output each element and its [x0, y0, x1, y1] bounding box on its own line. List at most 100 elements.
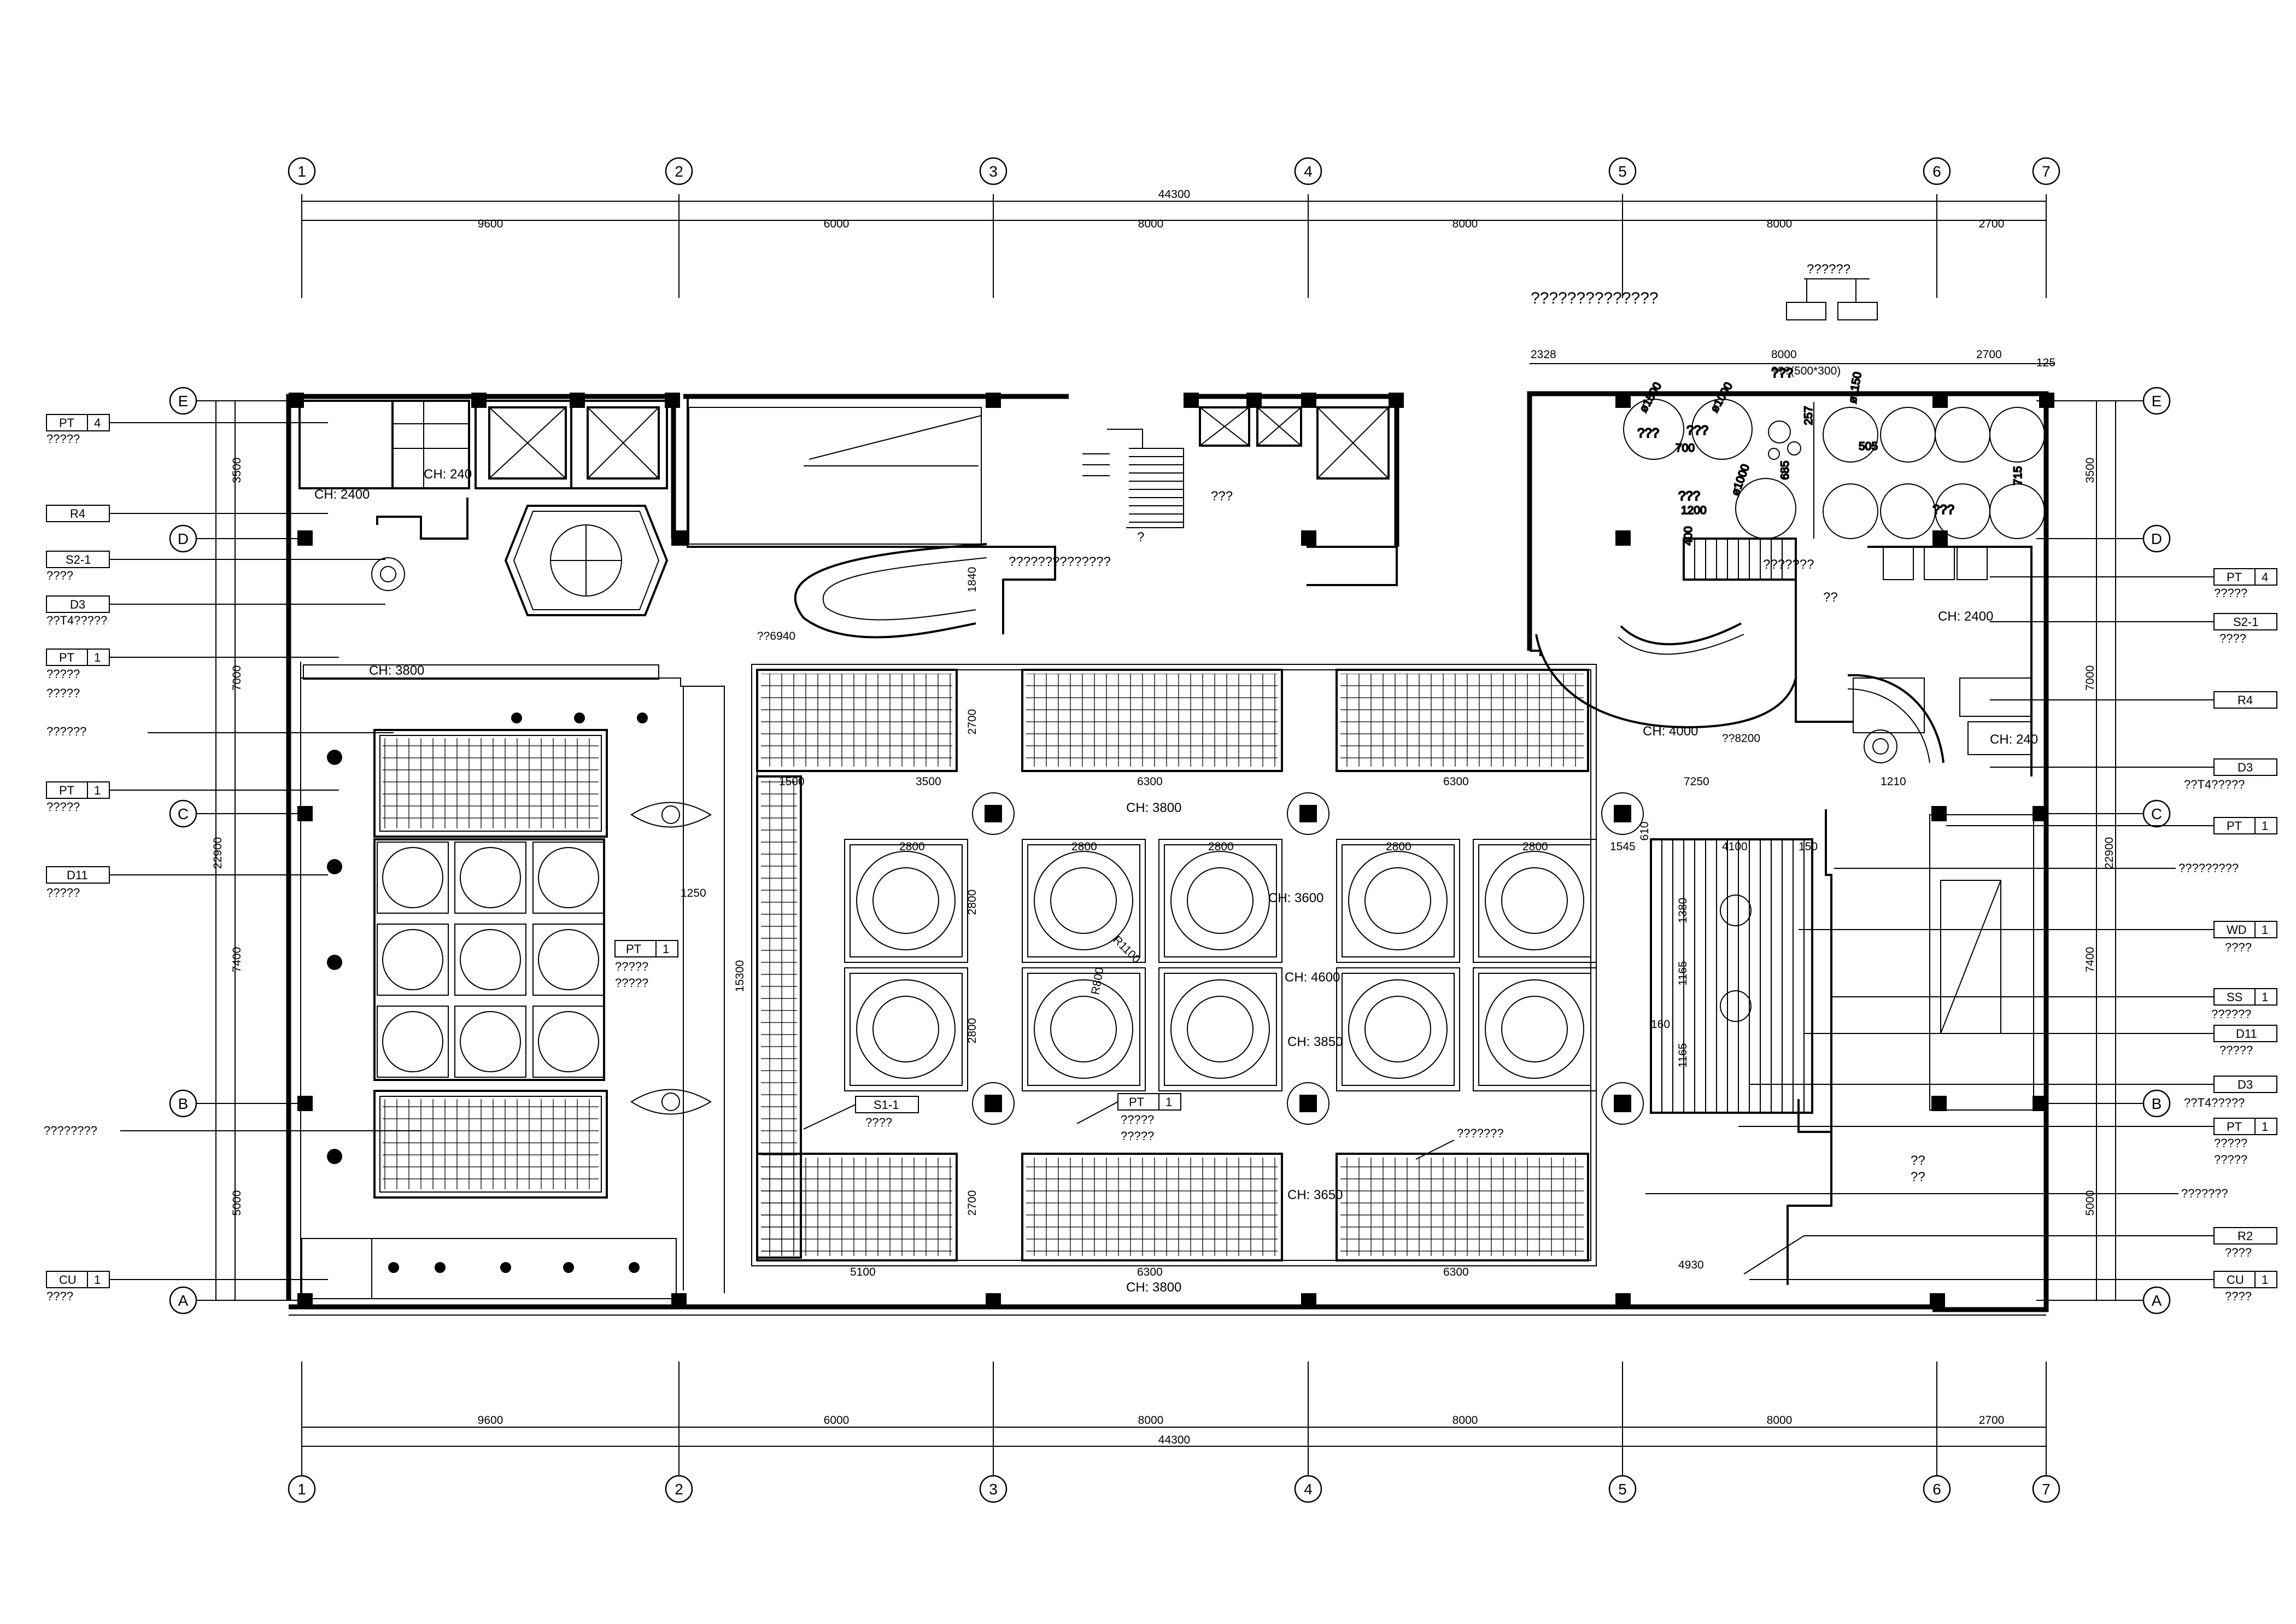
grid-panel-left-bottom [373, 1090, 608, 1199]
tag-right-note-b: ??????? [1645, 1187, 2228, 1200]
svg-text:???????: ??????? [2181, 1187, 2228, 1200]
round-recess-row-2 [844, 967, 1597, 1091]
svg-text:1: 1 [297, 163, 306, 180]
svg-text:5: 5 [1618, 1481, 1627, 1498]
room-q4: ?? [1911, 1170, 1925, 1184]
svg-text:?????: ????? [2214, 1136, 2247, 1150]
svg-text:2800: 2800 [1208, 840, 1234, 853]
svg-text:A: A [178, 1292, 189, 1309]
box-label: ?????? [1807, 262, 1850, 277]
left-hall-ceiling: CH: 3800 [301, 663, 712, 1299]
svg-text:PT: PT [59, 784, 74, 797]
axis-bubble-E-left: E [169, 387, 197, 415]
grid-panel-bottom-2 [1021, 1153, 1283, 1261]
dim-bay-2-bottom: 6000 [824, 1414, 850, 1427]
axis-bubble-3-top: 3 [979, 157, 1008, 185]
stair-lobby: ??? ? ?????????????? [688, 407, 1233, 569]
svg-text:ø1000: ø1000 [1708, 380, 1736, 414]
axis-bubble-5-top: 5 [1608, 157, 1637, 185]
axis-bubble-4-bottom: 4 [1294, 1475, 1322, 1503]
axis-bubble-D-right: D [2142, 524, 2171, 553]
svg-text:D11: D11 [2236, 1027, 2257, 1041]
inner-tag-note-bottom: ??????? [1415, 1126, 1504, 1160]
svg-text:2: 2 [675, 163, 683, 180]
dim-1250: 1250 [681, 887, 706, 899]
ch-central-3850: CH: 3850 [1287, 1035, 1343, 1049]
svg-text:1: 1 [2262, 1273, 2268, 1287]
axis-bubble-2-top: 2 [665, 157, 693, 185]
svg-text:B: B [2152, 1095, 2162, 1112]
stair-room-label: ??? [1211, 489, 1233, 504]
svg-text:???: ??? [1637, 426, 1659, 441]
svg-text:?????: ????? [1121, 1113, 1154, 1126]
svg-text:??????: ?????? [46, 725, 86, 738]
svg-text:2700: 2700 [966, 1190, 979, 1216]
svg-text:4: 4 [1304, 1481, 1313, 1498]
svg-text:7400: 7400 [2084, 947, 2096, 973]
ch-top-left-2: CH: 240 [424, 467, 472, 482]
svg-text:4930: 4930 [1678, 1259, 1704, 1271]
ch-central-bottom: CH: 3800 [1126, 1280, 1181, 1295]
svg-text:S2-1: S2-1 [2233, 615, 2258, 629]
axis-bubble-7-bottom: 7 [2032, 1475, 2060, 1503]
svg-text:150: 150 [1799, 840, 1818, 853]
svg-text:PT: PT [59, 651, 74, 664]
interior-column [1287, 792, 1329, 835]
structural-columns [289, 393, 2054, 1308]
ch-annex-side: CH: 240 [1990, 732, 2038, 747]
svg-text:B: B [178, 1095, 189, 1112]
svg-text:???: ??? [1686, 423, 1708, 438]
dim-bay-5: 8000 [1767, 218, 1793, 230]
svg-text:1200: 1200 [1681, 504, 1707, 517]
top-dimension-chain: 44300 9600 6000 8000 8000 8000 2700 [301, 188, 2047, 298]
dim-bay-1-bottom: 9600 [478, 1414, 503, 1427]
svg-text:??T4?????: ??T4????? [2184, 1096, 2245, 1109]
svg-text:1165: 1165 [1677, 1043, 1689, 1067]
ch-central-3650: CH: 3650 [1287, 1188, 1343, 1202]
svg-text:1: 1 [663, 942, 669, 956]
radius-8200: ??8200 [1722, 732, 1760, 745]
axis-bubble-4-top: 4 [1294, 157, 1322, 185]
tag-left-r4: R4 [46, 505, 328, 522]
dim-bay-7-bottom: 2700 [1979, 1414, 2005, 1427]
tag-left-s21: S2-1???? [46, 551, 385, 582]
svg-text:4100: 4100 [1722, 840, 1748, 853]
room-q5: ??????? [1763, 557, 1814, 572]
svg-text:400: 400 [1682, 526, 1695, 545]
tag-right-s21: S2-1???? [1990, 613, 2277, 645]
svg-text:C: C [178, 805, 189, 822]
grid-panel-left-top [373, 729, 608, 838]
ch-top-left-1: CH: 2400 [314, 487, 370, 502]
svg-text:D3: D3 [2238, 761, 2253, 774]
svg-text:WD: WD [2227, 923, 2247, 937]
svg-text:????: ???? [2225, 1289, 2252, 1303]
svg-text:3: 3 [989, 163, 998, 180]
svg-text:????????: ???????? [44, 1124, 97, 1137]
svg-text:2328: 2328 [1531, 348, 1556, 361]
svg-text:1545: 1545 [1610, 840, 1636, 853]
svg-text:1380: 1380 [1677, 898, 1689, 924]
svg-text:1500: 1500 [779, 775, 805, 788]
svg-text:D11: D11 [67, 868, 88, 882]
svg-text:7250: 7250 [1684, 775, 1709, 788]
svg-text:?????: ????? [2214, 1153, 2247, 1166]
dim-overall-top: 44300 [1158, 188, 1190, 201]
svg-text:?????: ????? [46, 432, 80, 446]
radius-800: R800 [1089, 966, 1106, 995]
svg-text:????: ???? [2225, 940, 2252, 954]
svg-text:?????: ????? [1121, 1129, 1154, 1143]
svg-text:257: 257 [1802, 406, 1815, 425]
svg-text:22900: 22900 [2103, 837, 2116, 869]
top-left-rooms: CH: 2400 CH: 240 [314, 401, 472, 591]
tag-right-d11: D11????? [1804, 1025, 2277, 1057]
tag-right-note-a: ????????? [1834, 861, 2239, 875]
svg-text:4: 4 [94, 416, 101, 430]
svg-text:4: 4 [1304, 163, 1313, 180]
svg-text:22900: 22900 [212, 837, 224, 869]
dim-bay-7: 2700 [1979, 218, 2005, 230]
svg-text:1840: 1840 [966, 567, 979, 593]
